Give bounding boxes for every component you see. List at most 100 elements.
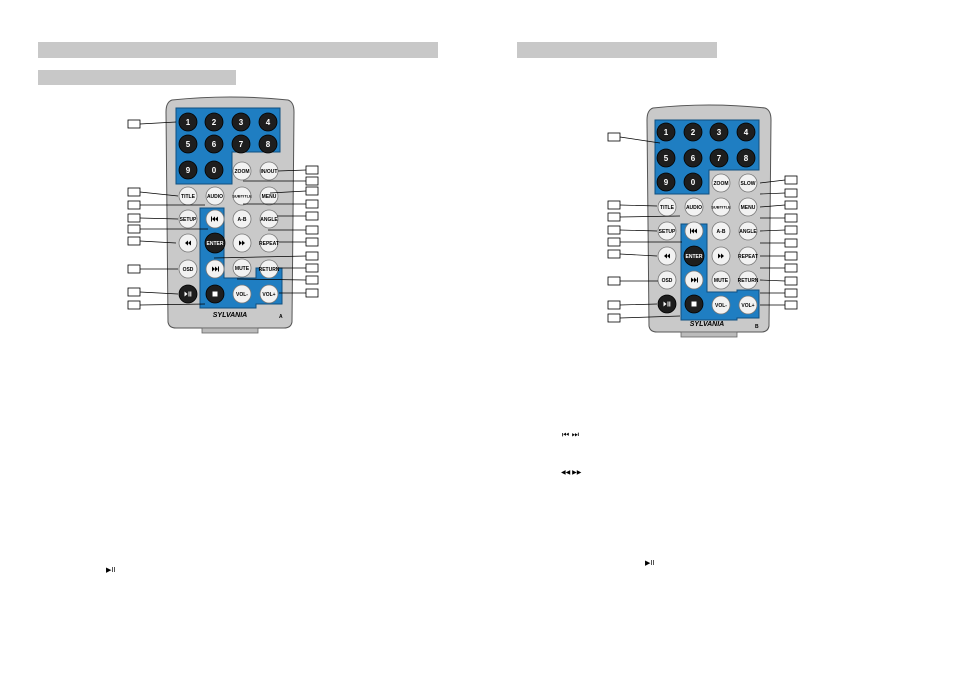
digit-button-4[interactable]: 4 bbox=[736, 122, 756, 142]
volume-up-button[interactable]: VOL+ bbox=[738, 295, 758, 315]
previous-button[interactable] bbox=[684, 221, 704, 241]
digit-button-8[interactable]: 8 bbox=[258, 134, 278, 154]
digit-button-1[interactable]: 1 bbox=[656, 122, 676, 142]
mute-button[interactable]: MUTE bbox=[711, 270, 731, 290]
digit-button-2[interactable]: 2 bbox=[204, 112, 224, 132]
volume-down-button[interactable]: VOL- bbox=[711, 295, 731, 315]
previous-button[interactable] bbox=[205, 209, 225, 229]
subtitle-button-label: SUBTITLE bbox=[232, 193, 252, 198]
digit-button-8[interactable]: 8 bbox=[736, 148, 756, 168]
repeat-button[interactable]: REPEAT bbox=[259, 233, 279, 253]
forward-button[interactable] bbox=[711, 246, 731, 266]
next-button[interactable] bbox=[205, 259, 225, 279]
mute-button[interactable]: MUTE bbox=[232, 258, 252, 278]
enter-button[interactable]: ENTER bbox=[683, 245, 705, 267]
digit-button-7[interactable]: 7 bbox=[709, 148, 729, 168]
leader-line bbox=[759, 229, 786, 232]
callout-box-b-left-9 bbox=[607, 313, 621, 323]
return-button[interactable]: RETURN bbox=[738, 270, 759, 290]
right-section-header-bar bbox=[517, 42, 717, 58]
callout-box-b-left-3 bbox=[607, 212, 621, 222]
callout-box-b-right-11 bbox=[784, 300, 798, 310]
volume-up-button[interactable]: VOL+ bbox=[259, 284, 279, 304]
digit-button-9[interactable]: 9 bbox=[656, 172, 676, 192]
stop-button[interactable] bbox=[205, 284, 225, 304]
slow-button-label: SLOW bbox=[741, 181, 756, 187]
digit-button-9-label: 9 bbox=[186, 166, 191, 175]
osd-button-label: OSD bbox=[662, 278, 673, 284]
callout-box-b-right-9 bbox=[784, 276, 798, 286]
volume-down-button-label: VOL- bbox=[236, 292, 248, 298]
audio-button[interactable]: AUDIO bbox=[205, 186, 225, 206]
skip-previous-icon bbox=[211, 216, 218, 222]
subtitle-button[interactable]: SUBTITLE bbox=[232, 186, 252, 206]
return-button-label: RETURN bbox=[738, 278, 759, 284]
callout-box-a-left-3 bbox=[127, 200, 141, 210]
subtitle-button[interactable]: SUBTITLE bbox=[711, 197, 731, 217]
zoom-button[interactable]: ZOOM bbox=[232, 161, 252, 181]
play-pause-button[interactable] bbox=[178, 284, 198, 304]
mute-button-label: MUTE bbox=[235, 266, 250, 272]
audio-button-label: AUDIO bbox=[207, 194, 223, 200]
digit-button-7-label: 7 bbox=[239, 140, 244, 149]
leader-line bbox=[139, 191, 179, 197]
zoom-button-label: ZOOM bbox=[235, 169, 250, 175]
volume-down-button[interactable]: VOL- bbox=[232, 284, 252, 304]
digit-button-7-label: 7 bbox=[717, 154, 722, 163]
digit-button-5[interactable]: 5 bbox=[178, 134, 198, 154]
title-button-label: TITLE bbox=[181, 194, 196, 200]
repeat-button[interactable]: REPEAT bbox=[738, 246, 758, 266]
next-button[interactable] bbox=[684, 270, 704, 290]
digit-button-0[interactable]: 0 bbox=[204, 160, 224, 180]
leader-line bbox=[277, 169, 307, 172]
digit-button-6[interactable]: 6 bbox=[204, 134, 224, 154]
rewind-button[interactable] bbox=[178, 233, 198, 253]
callout-box-a-right-10 bbox=[305, 275, 319, 285]
digit-button-9[interactable]: 9 bbox=[178, 160, 198, 180]
digit-button-3[interactable]: 3 bbox=[709, 122, 729, 142]
slow-button[interactable]: SLOW bbox=[738, 173, 758, 193]
angle-button[interactable]: ANGLE bbox=[259, 209, 278, 229]
a-b-button[interactable]: A-B bbox=[711, 221, 731, 241]
menu-button[interactable]: MENU bbox=[738, 197, 758, 217]
callout-box-b-left-7 bbox=[607, 276, 621, 286]
rewind-button[interactable] bbox=[657, 246, 677, 266]
menu-button[interactable]: MENU bbox=[259, 186, 279, 206]
audio-button[interactable]: AUDIO bbox=[684, 197, 704, 217]
digit-button-9-label: 9 bbox=[664, 178, 669, 187]
digit-button-6[interactable]: 6 bbox=[683, 148, 703, 168]
a-b-button[interactable]: A-B bbox=[232, 209, 252, 229]
digit-button-5[interactable]: 5 bbox=[656, 148, 676, 168]
digit-button-7[interactable]: 7 bbox=[231, 134, 251, 154]
forward-button[interactable] bbox=[232, 233, 252, 253]
angle-button[interactable]: ANGLE bbox=[738, 221, 757, 241]
osd-button[interactable]: OSD bbox=[657, 270, 677, 290]
callout-box-b-left-6 bbox=[607, 249, 621, 259]
stop-button[interactable] bbox=[684, 294, 704, 314]
osd-button[interactable]: OSD bbox=[178, 259, 198, 279]
digit-button-0[interactable]: 0 bbox=[683, 172, 703, 192]
setup-button[interactable]: SETUP bbox=[178, 209, 198, 229]
digit-button-0-label: 0 bbox=[212, 166, 217, 175]
zoom-button[interactable]: ZOOM bbox=[711, 173, 731, 193]
leader-line bbox=[236, 278, 307, 281]
enter-button[interactable]: ENTER bbox=[204, 232, 226, 254]
digit-button-2[interactable]: 2 bbox=[683, 122, 703, 142]
callout-box-a-left-5 bbox=[127, 224, 141, 234]
skip-next-icon bbox=[212, 266, 219, 272]
play-pause-symbol: ▶II bbox=[106, 566, 116, 574]
digit-button-1[interactable]: 1 bbox=[178, 112, 198, 132]
menu-button-label: MENU bbox=[262, 194, 277, 200]
play-pause-button[interactable] bbox=[657, 294, 677, 314]
digit-button-4[interactable]: 4 bbox=[258, 112, 278, 132]
callout-box-b-right-8 bbox=[784, 263, 798, 273]
callout-box-a-right-1 bbox=[305, 165, 319, 175]
return-button[interactable]: RETURN bbox=[259, 259, 280, 279]
enter-button-label: ENTER bbox=[686, 254, 703, 260]
play-pause-symbol: ▶II bbox=[645, 559, 655, 567]
leader-line bbox=[619, 253, 658, 257]
digit-button-5-label: 5 bbox=[664, 154, 669, 163]
setup-button[interactable]: SETUP bbox=[657, 221, 677, 241]
digit-button-3[interactable]: 3 bbox=[231, 112, 251, 132]
mute-button-label: MUTE bbox=[714, 278, 729, 284]
